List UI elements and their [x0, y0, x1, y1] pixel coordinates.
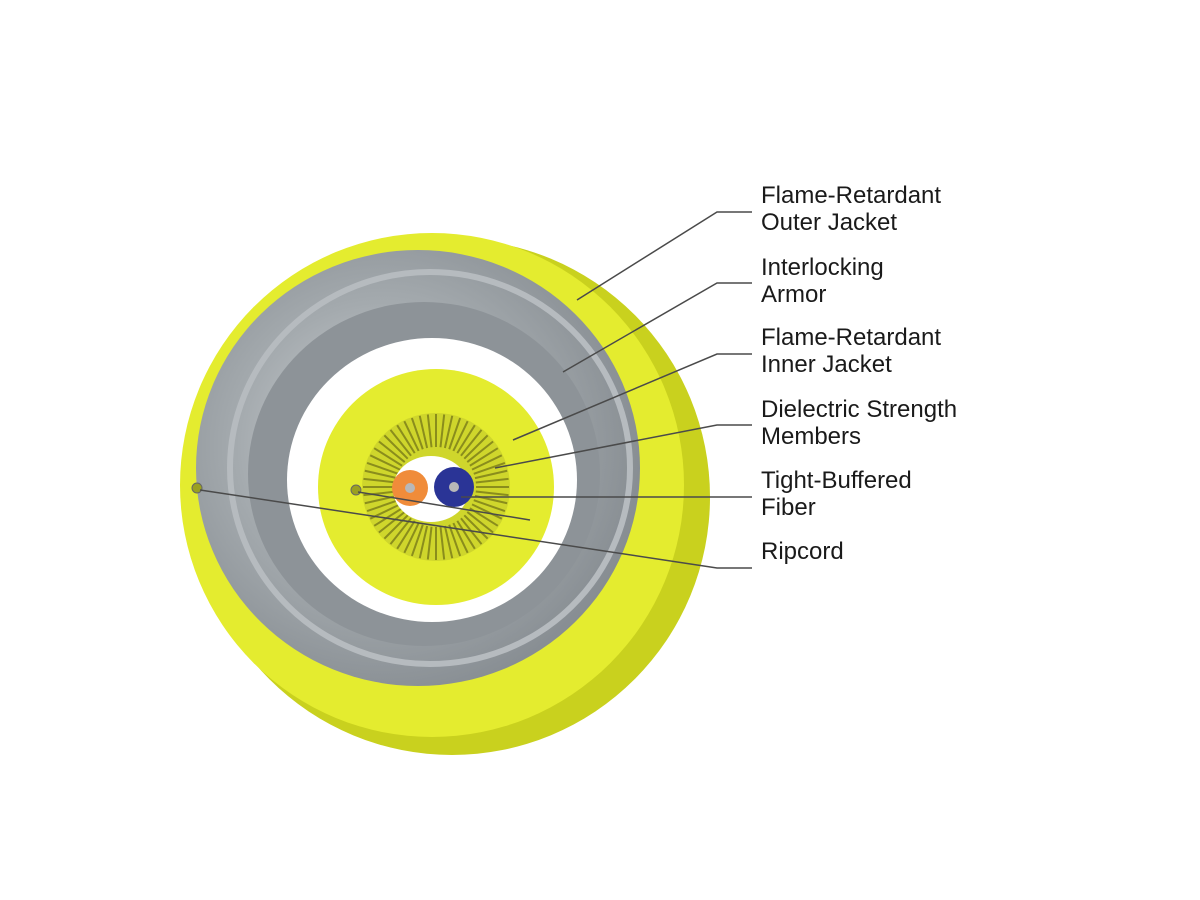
strength-member-strand [456, 520, 476, 550]
strength-member-strand [471, 503, 503, 520]
strength-member-strand [474, 469, 508, 480]
label-armor-line2: Armor [761, 281, 826, 308]
strength-member-strand [452, 420, 469, 452]
strength-member-strand [389, 517, 412, 545]
label-fiber: Tight-Buffered Fiber [761, 467, 918, 521]
strength-member-strand [469, 447, 499, 467]
label-inner-jacket: Flame-Retardant Inner Jacket [761, 324, 948, 378]
label-fiber-line2: Fiber [761, 494, 816, 521]
strength-member-strand [383, 434, 409, 460]
strength-member-strand [466, 511, 494, 534]
strength-member-strand [443, 415, 454, 449]
strength-member-strand [448, 524, 462, 557]
label-strength-members-line1: Dielectric Strength [761, 396, 957, 423]
leader-ripcord-inner [357, 491, 531, 521]
strength-member-strand [443, 525, 454, 559]
strength-member-strand [439, 526, 446, 560]
strength-member-strand [366, 461, 399, 475]
strength-member-strand [373, 447, 403, 467]
strength-member-strand [475, 477, 509, 484]
strength-member-strand [403, 420, 420, 452]
armor-inner-ridge [227, 269, 633, 667]
strength-member-strand [410, 524, 424, 557]
leader-strength-members [494, 424, 752, 469]
label-strength-members: Dielectric Strength Members [761, 396, 964, 450]
strength-member-strand [418, 415, 429, 449]
fiber-blue-core [449, 482, 459, 492]
strength-member-strand [466, 440, 494, 463]
label-outer-jacket: Flame-Retardant Outer Jacket [761, 182, 948, 236]
strength-member-strand [475, 490, 509, 497]
ripcord-outer [191, 482, 203, 494]
strength-member-strand [456, 424, 476, 454]
strength-member-strand [463, 514, 489, 540]
strength-member-strand [364, 469, 398, 480]
strength-member-strand [473, 461, 506, 475]
leader-inner-jacket [512, 353, 752, 441]
label-armor-line1: Interlocking [761, 254, 884, 281]
strength-member-strand [363, 477, 397, 484]
strength-member-strand [403, 522, 420, 554]
label-outer-jacket-line1: Flame-Retardant [761, 182, 941, 209]
strength-member-strand [378, 511, 406, 534]
strength-member-strand [448, 417, 462, 450]
strength-member-strand [373, 507, 403, 527]
leader-outer-jacket [576, 211, 752, 301]
leader-ripcord-outer [199, 489, 752, 569]
label-fiber-line1: Tight-Buffered [761, 467, 912, 494]
strength-member-strand [463, 434, 489, 460]
strength-member-strand [396, 424, 416, 454]
strength-member-strand [473, 499, 506, 513]
strength-member-strand [418, 525, 429, 559]
strength-member-strand [363, 490, 397, 497]
leader-armor [562, 282, 752, 373]
strength-member-strand [396, 520, 416, 550]
strength-member-strand [366, 499, 399, 513]
strength-member-strand [426, 526, 433, 560]
strength-member-strand [389, 429, 412, 457]
strength-member-strand [460, 429, 483, 457]
label-strength-members-line2: Members [761, 423, 861, 450]
strength-member-strand [410, 417, 424, 450]
strength-member-strand [426, 414, 433, 448]
strength-member-strand [383, 514, 409, 540]
strength-member-strand [369, 454, 401, 471]
strength-member-strand [471, 454, 503, 471]
strength-member-strand [378, 440, 406, 463]
label-ripcord: Ripcord [761, 538, 844, 565]
label-armor: Interlocking Armor [761, 254, 890, 308]
fiber-orange-core [405, 483, 415, 493]
label-inner-jacket-line1: Flame-Retardant [761, 324, 941, 351]
ripcord-inner [350, 484, 362, 496]
label-outer-jacket-line2: Outer Jacket [761, 209, 897, 236]
label-ripcord-line1: Ripcord [761, 538, 844, 565]
strength-member-strand [439, 414, 446, 448]
label-inner-jacket-line2: Inner Jacket [761, 351, 892, 378]
